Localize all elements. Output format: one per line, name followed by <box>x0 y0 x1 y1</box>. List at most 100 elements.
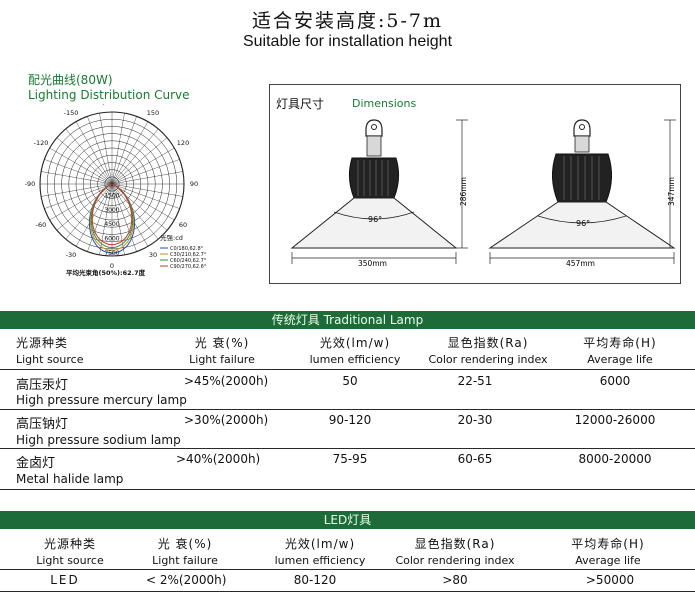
led-col-life-en: Average life <box>575 554 641 567</box>
table-divider <box>0 448 695 449</box>
polar-spoke <box>111 183 168 231</box>
polar-legend: C0/180,62.8°C30/210,62.7°C60/240,62.7°C9… <box>160 246 207 270</box>
polar-spoke <box>87 116 113 185</box>
polar-spoke <box>111 159 180 185</box>
led-row-life: >50000 <box>585 573 635 587</box>
angle-label: -120 <box>34 139 49 147</box>
polar-grid <box>39 111 185 257</box>
row2-life: 12000-26000 <box>574 413 656 427</box>
table-divider <box>0 369 695 370</box>
unit-label: 光强:cd <box>160 233 183 242</box>
row1-failure: >45%(2000h) <box>184 374 269 388</box>
lamp2-width: 457mm <box>566 259 595 268</box>
polar-spoke <box>41 171 113 185</box>
led-lamp-bar: LED灯具 <box>0 511 695 529</box>
row1-name-cn: 高压汞灯 <box>16 378 69 393</box>
polar-spoke <box>87 183 113 252</box>
curve-title-en: Lighting Distribution Curve <box>28 88 190 102</box>
angle-label: 120 <box>177 139 189 147</box>
legend-entry: C90/270,62.6° <box>170 264 207 270</box>
polar-spoke <box>49 147 113 185</box>
angle-label: -90 <box>25 180 36 188</box>
trad-col-failure-cn: 光 衰(%) <box>194 336 250 350</box>
polar-spoke <box>111 183 180 209</box>
table-divider <box>0 591 695 592</box>
row2-failure: >30%(2000h) <box>184 413 269 427</box>
lamp1-height: 286mm <box>459 177 468 206</box>
polar-spoke <box>111 183 137 252</box>
polar-spoke <box>111 171 183 185</box>
led-col-failure-cn: 光 衰(%) <box>157 537 213 551</box>
angle-label: -150 <box>64 109 79 117</box>
polar-curves <box>88 183 136 254</box>
polar-spoke <box>111 183 183 197</box>
page-title-en: Suitable for installation height <box>242 33 453 50</box>
polar-spoke <box>44 159 113 185</box>
page-title-cn: 适合安装高度:5-7m <box>251 10 443 32</box>
led-col-life-cn: 平均寿命(H) <box>571 537 645 551</box>
polar-spoke <box>111 183 159 240</box>
row2-cri: 20-30 <box>457 413 493 427</box>
led-col-efficiency-en: lumen efficiency <box>274 554 366 567</box>
angle-label: 60 <box>179 221 187 229</box>
angle-label: 0 <box>110 262 114 270</box>
row2-name-cn: 高压钠灯 <box>16 417 69 432</box>
trad-col-efficiency-en: lumen efficiency <box>309 353 401 366</box>
row1-efficiency: 50 <box>342 374 358 388</box>
curve-title-cn: 配光曲线(80W) <box>28 73 113 87</box>
lamp2-angle: 96° <box>576 219 590 228</box>
led-row-cri: >80 <box>442 573 468 587</box>
legend-entry: C30/210,62.7° <box>170 252 207 258</box>
led-col-failure-en: Light failure <box>152 554 218 567</box>
radial-label: 7500 <box>104 250 119 257</box>
trad-col-efficiency-cn: 光效(lm/w) <box>319 336 391 350</box>
dimensions-panel <box>269 84 681 284</box>
row1-life: 6000 <box>599 374 631 388</box>
polar-spoke <box>111 128 159 185</box>
angle-label: 30 <box>149 251 157 259</box>
angle-label: -30 <box>66 251 77 259</box>
polar-spoke <box>111 137 168 185</box>
trad-col-source-en: Light source <box>16 353 84 366</box>
polar-distribution-chart: -/+180-150150-120120-9090-6060-303001500… <box>25 104 207 277</box>
led-col-efficiency-cn: 光效(lm/w) <box>284 537 356 551</box>
row1-name-en: High pressure mercury lamp <box>16 393 187 407</box>
beam-angle-label: 平均光束角(50%):62.7度 <box>66 268 146 277</box>
polar-spoke <box>111 147 175 185</box>
trad-col-source-cn: 光源种类 <box>16 336 69 350</box>
lamp1-width: 350mm <box>358 259 387 268</box>
row3-cri: 60-65 <box>457 452 493 466</box>
trad-col-failure-en: Light failure <box>189 353 255 366</box>
lamp-drawing-2: 96° 347mm 457mm <box>488 119 676 268</box>
legend-entry: C0/180,62.8° <box>170 246 204 252</box>
row3-name-cn: 金卤灯 <box>16 456 56 471</box>
led-col-cri-en: Color rendering index <box>395 554 515 567</box>
radial-label: 3000 <box>104 207 119 214</box>
row3-efficiency: 75-95 <box>332 452 368 466</box>
led-col-source-cn: 光源种类 <box>43 537 96 551</box>
led-row-efficiency: 80-120 <box>293 573 337 587</box>
polar-spoke <box>111 121 149 185</box>
polar-spoke <box>56 137 113 185</box>
led-row-name: LED <box>50 573 80 587</box>
angle-label: -/+180 <box>101 104 123 106</box>
lamp-drawing-1: 96° 286mm 350mm <box>290 119 468 268</box>
lamp2-height: 347mm <box>667 177 676 206</box>
row3-failure: >40%(2000h) <box>176 452 261 466</box>
polar-spoke <box>99 183 113 255</box>
polar-spoke <box>111 113 125 185</box>
polar-spoke <box>75 121 113 185</box>
polar-spoke <box>44 183 113 209</box>
polar-spoke <box>75 183 113 247</box>
radial-label: 1500 <box>104 192 119 199</box>
table-divider <box>0 569 695 570</box>
table-divider <box>0 489 695 490</box>
table-divider <box>0 409 695 410</box>
radial-label: 4500 <box>104 221 119 228</box>
angle-label: 150 <box>147 109 159 117</box>
led-col-cri-cn: 显色指数(Ra) <box>414 537 496 551</box>
radial-label: 6000 <box>104 236 119 243</box>
led-col-source-en: Light source <box>36 554 104 567</box>
row2-efficiency: 90-120 <box>328 413 372 427</box>
polar-spoke <box>99 113 113 185</box>
